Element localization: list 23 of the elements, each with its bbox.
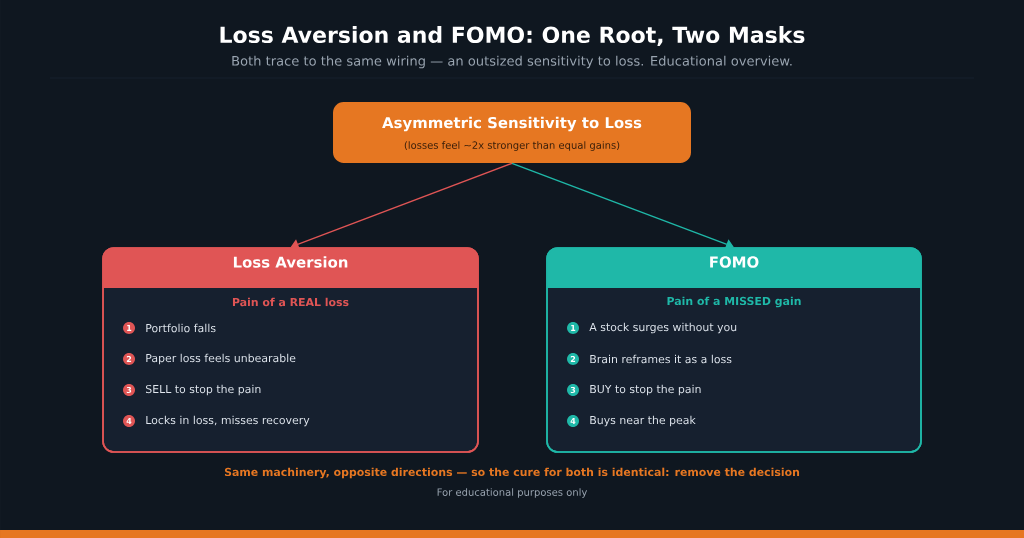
- number-badge: 1: [567, 322, 579, 334]
- subtitle: Both trace to the same wiring — an outsized sensitivity to loss. Educational overview.: [232, 55, 792, 69]
- step-text: Paper loss feels unbearable: [146, 353, 296, 365]
- footnote: For educational purposes only: [437, 488, 588, 498]
- number-badge: 4: [567, 415, 579, 427]
- step-text: Locks in loss, misses recovery: [146, 415, 310, 427]
- number-badge: 3: [567, 384, 579, 396]
- step-text: A stock surges without you: [589, 322, 737, 334]
- title: Loss Aversion and FOMO: One Root, Two Masks: [220, 26, 805, 46]
- step-text: BUY to stop the pain: [590, 384, 701, 396]
- root-box: Asymmetric Sensitivity to Loss (losses feel ~2x stronger than equal gains): [333, 102, 691, 163]
- arrow: [290, 162, 513, 250]
- step-text: SELL to stop the pain: [146, 384, 261, 396]
- step-text: Portfolio falls: [146, 323, 216, 333]
- number-badge: 1: [123, 322, 135, 334]
- step-text: Buys near the peak: [590, 415, 696, 427]
- arrow: [511, 162, 734, 250]
- number-badge: 4: [123, 415, 135, 427]
- number-badge: 3: [123, 384, 135, 396]
- step-text: Brain reframes it as a loss: [590, 354, 732, 364]
- number-badge: 2: [123, 353, 135, 365]
- takeaway-text: Same machinery, opposite directions — so the cure for both is identical: remove the decision: [224, 467, 800, 479]
- number-badge: 2: [567, 353, 579, 365]
